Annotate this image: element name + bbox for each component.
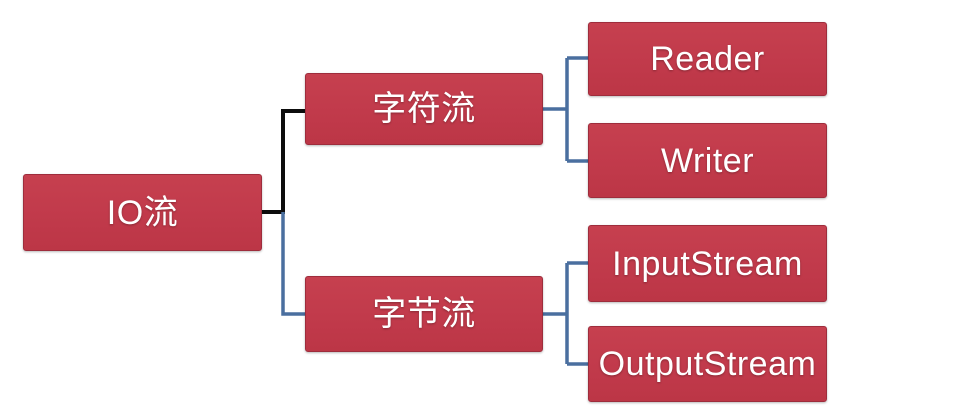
node-io-stream: IO流 — [23, 174, 262, 251]
node-writer: Writer — [588, 123, 827, 198]
connector-root-to-byte-stream — [281, 212, 305, 316]
node-writer-label: Writer — [660, 141, 755, 180]
connector-char-stream-to-children — [543, 56, 588, 163]
node-char-stream: 字符流 — [305, 73, 543, 145]
node-byte-stream-label: 字节流 — [372, 295, 476, 333]
connector-root-to-char-stream — [262, 109, 305, 214]
node-inputstream-label: InputStream — [612, 244, 803, 283]
node-byte-stream: 字节流 — [305, 276, 543, 352]
connector-byte-stream-to-children — [543, 261, 588, 366]
node-reader-label: Reader — [650, 40, 765, 78]
node-reader: Reader — [588, 22, 827, 96]
node-io-stream-label: IO流 — [106, 193, 179, 232]
node-outputstream-label: OutputStream — [598, 345, 817, 383]
node-char-stream-label: 字符流 — [372, 90, 476, 128]
node-outputstream: OutputStream — [588, 326, 827, 402]
node-inputstream: InputStream — [588, 225, 827, 302]
